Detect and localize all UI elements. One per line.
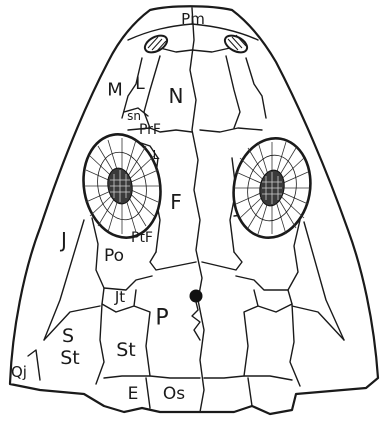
right-supratemporal-suture (290, 304, 300, 386)
lacrimal-nasal-suture (144, 56, 160, 128)
right-jugal-suture (304, 222, 344, 340)
label-frontal: F (170, 190, 182, 214)
label-squamosal: S (62, 325, 74, 347)
label-postfrontal: PtF (131, 230, 153, 246)
tabular-suture (104, 376, 200, 378)
label-premaxilla: Pm (181, 10, 205, 28)
right-parietal-suture (202, 252, 242, 270)
label-prefrontal: PrF (139, 122, 161, 138)
label-lacrimal-small: L (153, 148, 160, 162)
label-tabular: E (128, 384, 139, 404)
right-nasal-suture (226, 56, 240, 128)
label-nasal: N (169, 84, 184, 108)
label-supratemporal: St (116, 339, 136, 361)
right-maxilla-suture (246, 58, 266, 118)
right-tabular-divider (248, 378, 252, 406)
parietal-suture (150, 252, 196, 270)
tabular-divider (146, 378, 150, 408)
label-maxilla: M (107, 80, 123, 101)
pineal-foramen (190, 290, 203, 303)
label-parietal: P (155, 306, 168, 331)
label-intertemporal: Jt (114, 288, 125, 306)
label-squamosal-st: St (60, 347, 80, 369)
pineal-suture (192, 302, 200, 340)
quadratojugal-suture (28, 350, 40, 380)
supratemporal-suture (96, 304, 104, 384)
right-st-parietal-suture (244, 306, 258, 376)
right-prefrontal-suture (200, 128, 262, 132)
label-postparietal: Os (163, 384, 185, 404)
left-nostril (142, 32, 170, 56)
label-postorbital: Po (104, 246, 124, 266)
st-parietal-suture (134, 306, 150, 376)
premaxilla-nasal-suture (160, 48, 230, 52)
label-lacrimal: L (135, 74, 145, 94)
label-jugal: J (59, 228, 67, 252)
label-quadratojugal: Qj (11, 363, 27, 381)
midline-suture (190, 8, 204, 412)
label-septomaxilla: sn (127, 109, 141, 123)
right-intertemporal-suture (254, 290, 292, 312)
